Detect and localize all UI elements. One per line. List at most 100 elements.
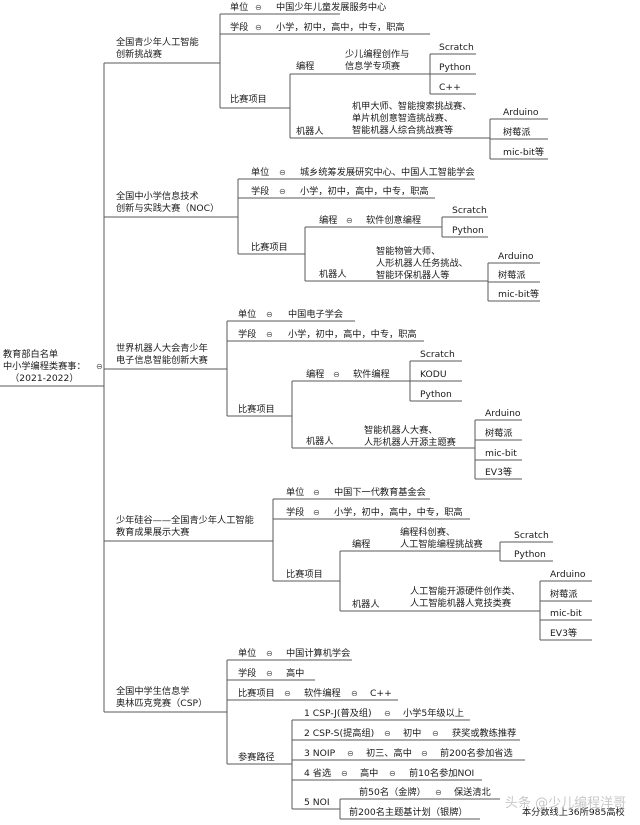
c4-robot-arduino: Arduino [550, 569, 586, 580]
c5-stage2-out: 获奖或教练推荐 [452, 728, 517, 739]
c4-robot-raspberry: 树莓派 [550, 589, 578, 600]
collapse-toggle[interactable]: ⊖ [313, 488, 320, 497]
c3-lang-python: Python [420, 389, 452, 400]
collapse-toggle[interactable]: ⊖ [341, 769, 348, 778]
c5-stage3: 3 NOIP [304, 748, 336, 759]
c3-robot-desc: 智能机器人大赛、人形机器人开源主题赛 [364, 425, 456, 448]
collapse-toggle[interactable]: ⊖ [266, 310, 273, 319]
collapse-toggle[interactable]: ⊖ [384, 709, 391, 718]
c5-stage5-silver: 前200名主题基计划（银牌） [349, 807, 468, 818]
collapse-toggle[interactable]: ⊖ [384, 729, 391, 738]
c2-programming-value: 软件创意编程 [366, 215, 422, 226]
c2-unit-label: 单位 [251, 167, 270, 178]
c5-stage5-gold-out: 保送清北 [454, 787, 491, 798]
competition-3-title: 世界机器人大会青少年电子信息智能创新大赛 [116, 343, 208, 366]
c5-stage4-req: 高中 [360, 768, 379, 779]
competition-5-title: 全国中学生信息学奥林匹克竞赛（CSP） [116, 686, 208, 709]
c5-unit-label: 单位 [238, 648, 257, 659]
c4-programming-label: 编程 [352, 539, 371, 550]
c1-robot-label: 机器人 [296, 126, 324, 137]
collapse-toggle[interactable]: ⊖ [266, 669, 273, 678]
c5-stage-value: 高中 [286, 668, 305, 679]
c2-robot-raspberry: 树莓派 [498, 270, 526, 281]
collapse-toggle[interactable]: ⊖ [347, 749, 354, 758]
c3-unit-label: 单位 [238, 309, 257, 320]
c2-unit-value: 城乡统筹发展研究中心、中国人工智能学会 [300, 167, 475, 178]
c3-programming-value: 软件编程 [353, 369, 390, 380]
c5-stage5-gold: 前50名（金牌） [359, 787, 426, 798]
c5-stage1-req: 小学5年级以上 [403, 708, 464, 719]
c2-robot-micbit: mic-bit等 [498, 289, 540, 300]
c5-stage4-out: 前10名参加NOI [409, 768, 475, 779]
c5-path-label: 参赛路径 [238, 752, 275, 763]
c3-robot-ev3: EV3等 [485, 467, 513, 478]
c1-programming-label: 编程 [296, 61, 315, 72]
c1-unit-label: 单位 [230, 2, 249, 13]
c3-lang-scratch: Scratch [420, 349, 455, 360]
collapse-toggle[interactable]: ⊖ [389, 769, 396, 778]
c3-project-label: 比赛项目 [238, 404, 275, 415]
collapse-toggle[interactable]: ⊖ [266, 649, 273, 658]
collapse-toggle[interactable]: ⊖ [313, 508, 320, 517]
c1-unit-value: 中国少年儿童发展服务中心 [276, 2, 387, 13]
c1-project-label: 比赛项目 [230, 94, 267, 105]
c3-stage-value: 小学，初中，高中，中专，职高 [288, 329, 417, 340]
c4-stage-value: 小学，初中，高中，中专，职高 [334, 507, 463, 518]
c1-robot-desc: 机甲大师、智能搜索挑战赛、单片机创意智造挑战赛、智能机器人综合挑战赛等 [352, 101, 472, 136]
c4-robot-micbit: mic-bit [550, 608, 582, 619]
competition-2-title: 全国中小学信息技术创新与实践大赛（NOC） [116, 191, 220, 214]
collapse-toggle[interactable]: ⊖ [435, 788, 442, 797]
collapse-toggle[interactable]: ⊖ [432, 729, 439, 738]
c3-stage-label: 学段 [238, 329, 257, 340]
c5-stage5: 5 NOI [304, 797, 330, 808]
c5-stage2: 2 CSP-S(提高组) [304, 728, 375, 739]
c3-robot-raspberry: 树莓派 [485, 428, 513, 439]
collapse-toggle[interactable]: ⊖ [421, 749, 428, 758]
c3-robot-micbit: mic-bit [485, 448, 517, 459]
c4-project-label: 比赛项目 [286, 569, 323, 580]
c4-stage-label: 学段 [286, 507, 305, 518]
collapse-toggle[interactable]: ⊖ [279, 168, 286, 177]
c3-lang-kodu: KODU [420, 369, 447, 380]
c1-lang-python: Python [439, 62, 471, 73]
c3-robot-label: 机器人 [306, 436, 334, 447]
c5-project-lang: C++ [370, 688, 392, 699]
c5-stage5-silver-out: 本分数线上36所985高校 [522, 807, 625, 818]
c2-stage-value: 小学，初中，高中，中专，职高 [300, 186, 429, 197]
c1-stage-label: 学段 [230, 22, 249, 33]
collapse-toggle[interactable]: ⊖ [266, 330, 273, 339]
watermark: 头条 @少儿编程洋哥 [505, 796, 627, 811]
c3-programming-label: 编程 [306, 369, 325, 380]
c3-unit-value: 中国电子学会 [288, 309, 344, 320]
c4-robot-desc: 人工智能开源硬件创作类、人工智能机器人竞技类赛 [410, 586, 521, 609]
c2-project-label: 比赛项目 [251, 242, 288, 253]
c5-stage4: 4 省选 [304, 768, 332, 779]
c5-stage-label: 学段 [238, 668, 257, 679]
c2-programming-label: 编程 [319, 215, 338, 226]
c1-lang-scratch: Scratch [439, 42, 474, 53]
c2-robot-label: 机器人 [319, 269, 347, 280]
c2-stage-label: 学段 [251, 186, 270, 197]
collapse-toggle[interactable]: ⊖ [346, 216, 353, 225]
c5-stage3-req: 初三、高中 [366, 748, 412, 759]
competition-4-title: 少年硅谷——全国青少年人工智能教育成果展示大赛 [116, 515, 254, 538]
c5-stage1: 1 CSP-J(普及组) [304, 708, 372, 719]
c3-robot-arduino: Arduino [485, 408, 521, 419]
c1-robot-arduino: Arduino [503, 107, 539, 118]
c4-unit-value: 中国下一代教育基金会 [334, 487, 426, 498]
collapse-toggle[interactable]: ⊖ [333, 370, 340, 379]
c4-lang-scratch: Scratch [514, 530, 549, 541]
c1-lang-cpp: C++ [439, 82, 461, 93]
collapse-toggle[interactable]: ⊖ [96, 362, 103, 371]
c2-lang-scratch: Scratch [452, 205, 487, 216]
collapse-toggle[interactable]: ⊖ [279, 187, 286, 196]
collapse-toggle[interactable]: ⊖ [255, 23, 262, 32]
c2-robot-arduino: Arduino [498, 251, 534, 262]
collapse-toggle[interactable]: ⊖ [351, 689, 358, 698]
competition-1-title: 全国青少年人工智能创新挑战赛 [116, 37, 199, 60]
collapse-toggle[interactable]: ⊖ [255, 3, 262, 12]
c2-robot-desc: 智能物管大师、人形机器人任务挑战、智能环保机器人等 [376, 246, 468, 281]
c1-robot-raspberry: 树莓派 [503, 127, 531, 138]
collapse-toggle[interactable]: ⊖ [284, 689, 291, 698]
